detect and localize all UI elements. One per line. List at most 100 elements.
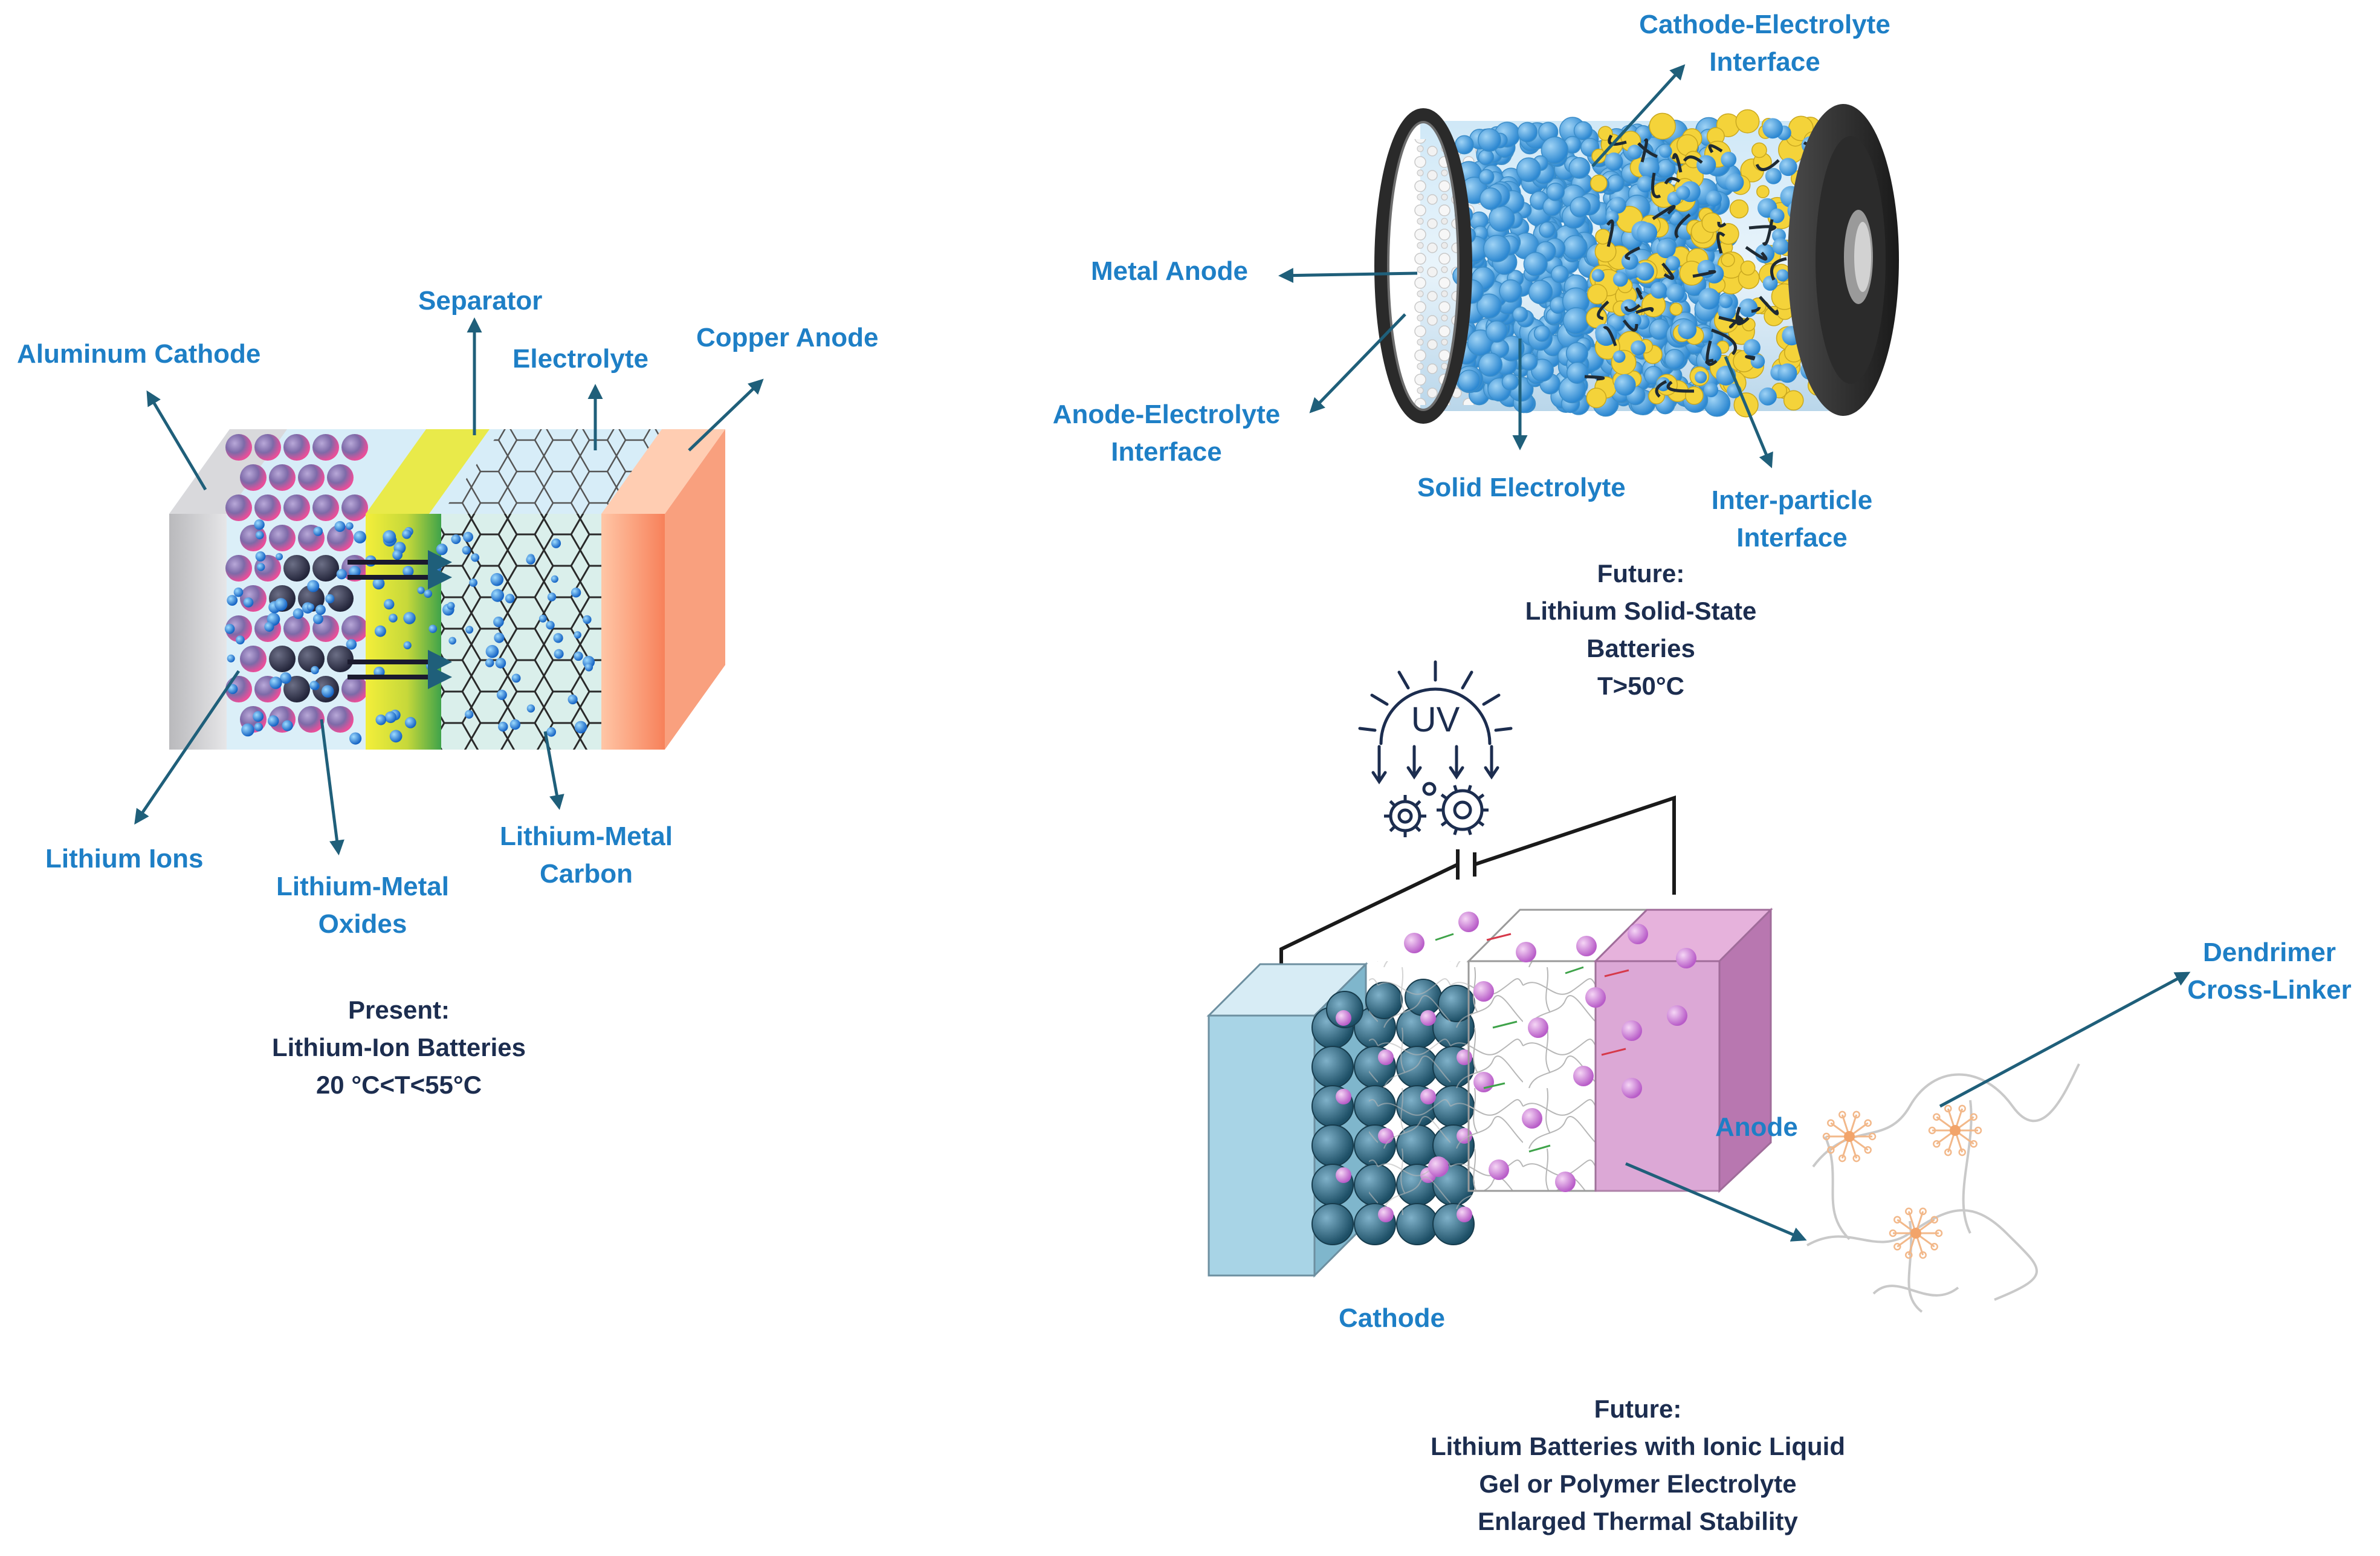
lithium-ion-dot xyxy=(451,534,461,544)
dendrimer-node xyxy=(1919,1251,1927,1259)
electrolyte-particle xyxy=(1721,152,1737,167)
solid-electrolyte-particle xyxy=(1562,307,1590,334)
solid-electrolyte-particle xyxy=(1488,205,1515,232)
lithium-ion-sphere xyxy=(1336,1089,1351,1104)
gel-polymer-label-arrows xyxy=(1625,971,2191,1242)
electrolyte-particle xyxy=(1650,282,1667,299)
solid-electrolyte-particle xyxy=(1516,157,1541,183)
lithium-ion-dot xyxy=(270,676,282,689)
caption-gel-polymer-line4: Enlarged Thermal Stability xyxy=(1478,1507,1798,1535)
solid-electrolyte-particle xyxy=(1523,251,1548,276)
cathode-particle xyxy=(1684,386,1704,405)
label-anode-electrolyte-interface-line1: Anode-Electrolyte xyxy=(1052,400,1281,429)
electrolyte-particle xyxy=(1759,387,1777,406)
electrolyte-particle xyxy=(1665,256,1680,271)
cathode-particle xyxy=(1783,390,1804,411)
cathode-particle xyxy=(1740,260,1756,276)
oxide-particle xyxy=(283,615,310,642)
lithium-ion-sphere xyxy=(1628,924,1648,944)
lithium-ion-dot xyxy=(254,519,265,530)
oxide-particle xyxy=(269,646,296,672)
lithium-ion-sphere xyxy=(1528,1017,1548,1038)
electrolyte-particle xyxy=(1612,271,1628,287)
electrolyte-particle xyxy=(1762,276,1778,291)
lithium-ion-dot xyxy=(526,704,535,713)
solid-electrolyte-particle xyxy=(1606,174,1625,192)
electrolyte-particle xyxy=(1666,284,1685,302)
oxide-particle xyxy=(312,434,339,461)
solid-electrolyte-particle xyxy=(1486,320,1508,343)
electrolyte-particle xyxy=(1739,298,1758,317)
uv-text: UV xyxy=(1411,700,1460,739)
lithium-ion-dot xyxy=(547,592,557,601)
uv-lamp-icon xyxy=(1358,660,1513,832)
dendrimer-node xyxy=(1970,1113,1977,1121)
lithium-ion-sphere xyxy=(1622,1078,1642,1098)
lithium-ion-dot xyxy=(498,721,508,732)
copper-anode-plate xyxy=(601,429,725,750)
caption-solid-state-line3: Batteries xyxy=(1586,634,1695,663)
lithium-ion-dot xyxy=(236,635,245,644)
lithium-ion-dot xyxy=(571,588,581,598)
dendrimer-node xyxy=(1935,1229,1943,1237)
lithium-ion-dot xyxy=(282,720,293,731)
oxide-particle xyxy=(283,676,310,702)
oxide-particle xyxy=(312,555,339,582)
electrolyte-particle xyxy=(1776,269,1789,282)
oxide-particle xyxy=(225,615,252,642)
ion-flow-arrows xyxy=(348,550,452,689)
lithium-ion-dot xyxy=(509,719,521,730)
lithium-ion-dot xyxy=(233,587,244,597)
lithium-ion-dot xyxy=(574,651,583,661)
lithium-ion-dot xyxy=(493,617,504,627)
gear-tooth xyxy=(1467,785,1472,793)
lithium-ion-dot xyxy=(471,553,480,562)
lithium-ion-dot xyxy=(505,594,515,603)
electrolyte-particle xyxy=(1591,269,1605,282)
gear-tooth xyxy=(1389,825,1396,832)
oxide-particle xyxy=(312,494,339,521)
lithium-ion-dot xyxy=(417,586,425,594)
lithium-ion-dot xyxy=(349,566,361,578)
solid-electrolyte-particle xyxy=(1476,293,1502,319)
lithium-ion-dot xyxy=(447,601,455,610)
label-anode-electrolyte-interface: Anode-Electrolyte Interface xyxy=(1021,396,1311,471)
cathode-particle xyxy=(1751,142,1767,158)
lithium-ion-dot xyxy=(374,625,386,637)
caption-gel-polymer-line2: Lithium Batteries with Ionic Liquid xyxy=(1430,1432,1845,1460)
label-anode-electrolyte-interface-line2: Interface xyxy=(1111,437,1222,467)
lithium-ion-dot xyxy=(241,723,254,737)
lithium-ion-dot xyxy=(227,684,238,695)
dendrimer-node xyxy=(1930,1216,1938,1224)
electrolyte-particle xyxy=(1637,222,1658,243)
lithium-ion-dot xyxy=(511,673,521,683)
electrolyte-particle xyxy=(1635,262,1654,281)
solid-electrolyte-particle xyxy=(1533,325,1551,342)
gel-polymer-cell-illustration xyxy=(1206,907,2080,1313)
dendrimer-node xyxy=(1919,1207,1927,1216)
solid-electrolyte-particle xyxy=(1570,196,1591,218)
lithium-ions-spheres xyxy=(1404,912,1696,1192)
label-electrolyte: Electrolyte xyxy=(513,344,648,374)
electrolyte-particle xyxy=(1719,294,1733,308)
oxide-particle xyxy=(327,706,354,733)
lithium-ion-dot xyxy=(485,658,494,667)
electrolyte-particle xyxy=(1621,253,1638,270)
gear-tooth xyxy=(1453,828,1458,835)
solid-electrolyte-particle xyxy=(1501,373,1519,391)
solid-electrolyte-particle xyxy=(1512,306,1528,323)
lithium-ion-dot xyxy=(526,555,535,565)
oxide-particle xyxy=(341,676,368,702)
electrolyte-particle xyxy=(1606,210,1619,224)
solid-electrolyte-particle xyxy=(1664,349,1686,370)
lithium-ion-dot xyxy=(254,722,263,731)
solid-electrolyte-particle xyxy=(1566,361,1589,384)
label-lithium-metal-oxides-line2: Oxides xyxy=(318,909,407,939)
gear-tooth xyxy=(1440,820,1448,827)
lithium-ion-dot xyxy=(383,530,396,543)
gear-tooth xyxy=(1467,828,1472,835)
lithium-ion-dot xyxy=(465,626,474,634)
label-separator: Separator xyxy=(418,286,543,316)
lithium-ion-dot xyxy=(255,531,264,540)
